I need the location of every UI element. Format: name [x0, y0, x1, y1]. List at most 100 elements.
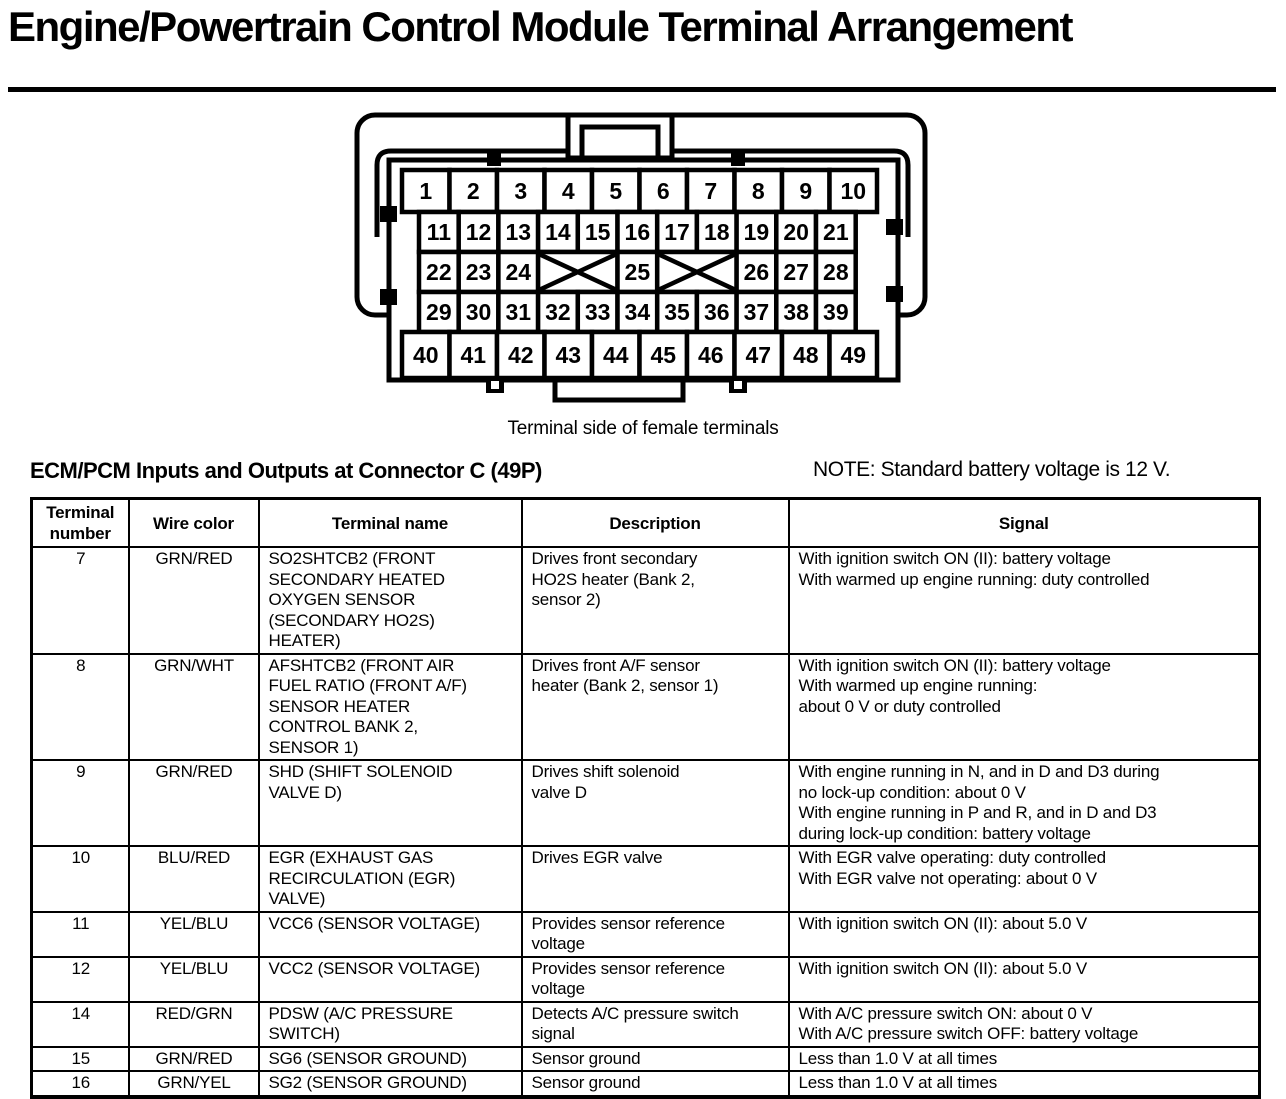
terminal-number: 15	[30, 1045, 130, 1072]
terminal-number-label: 31	[505, 299, 531, 325]
section-heading: ECM/PCM Inputs and Outputs at Connector …	[30, 458, 542, 483]
connector-top-lock-tab-inner	[579, 124, 661, 161]
terminal-number-label: 47	[745, 342, 771, 368]
terminal-number-label: 41	[460, 342, 486, 368]
description: Sensor ground	[520, 1070, 790, 1098]
terminal-cell	[813, 289, 858, 335]
signal: With A/C pressure switch ON: about 0 V W…	[787, 1000, 1261, 1048]
terminal-cell	[416, 209, 461, 255]
terminal-number: 10	[30, 845, 130, 913]
terminal-number: 7	[30, 546, 130, 655]
wire-color: GRN/WHT	[127, 652, 260, 761]
terminal-number: 14	[30, 1000, 130, 1048]
signal: With ignition switch ON (II): battery vo…	[787, 652, 1261, 761]
terminal-cell	[542, 329, 595, 381]
signal: With ignition switch ON (II): battery vo…	[787, 546, 1261, 655]
terminal-name: VCC2 (SENSOR VOLTAGE)	[257, 955, 523, 1003]
terminal-number-label: 43	[555, 342, 581, 368]
terminal-number-label: 13	[505, 219, 531, 245]
side-clip-right-upper	[886, 219, 903, 235]
terminal-cell	[447, 329, 500, 381]
header-terminal-number: Terminal number	[30, 497, 130, 548]
terminal-name: VCC6 (SENSOR VOLTAGE)	[257, 910, 523, 958]
terminal-cell	[827, 329, 880, 381]
header-signal: Signal	[787, 497, 1261, 548]
terminal-cell	[589, 329, 642, 381]
terminal-number-label: 11	[427, 219, 452, 245]
description: Drives shift solenoid valve D	[520, 759, 790, 847]
terminal-cell	[456, 249, 501, 295]
terminal-number: 8	[30, 652, 130, 761]
description: Detects A/C pressure switch signal	[520, 1000, 790, 1048]
terminal-number-label: 45	[650, 342, 676, 368]
terminal-name: SG6 (SENSOR GROUND)	[257, 1045, 523, 1072]
table-row: 8 GRN/WHT AFSHTCB2 (FRONT AIR FUEL RATIO…	[30, 652, 1261, 761]
terminal-number-label: 39	[823, 299, 849, 325]
terminal-name: EGR (EXHAUST GAS RECIRCULATION (EGR) VAL…	[257, 845, 523, 913]
terminal-number-label: 23	[466, 259, 492, 285]
top-clip-left	[487, 152, 501, 166]
terminal-number-label: 33	[585, 299, 611, 325]
terminal-number-label: 37	[744, 299, 770, 325]
title-divider	[8, 87, 1276, 92]
terminal-number-label: 16	[625, 219, 651, 245]
blocked-cell-cross	[657, 252, 737, 292]
terminal-cell	[779, 329, 832, 381]
wire-color: RED/GRN	[127, 1000, 260, 1048]
table-row: 7 GRN/RED SO2SHTCB2 (FRONT SECONDARY HEA…	[30, 546, 1261, 655]
table-row: 15 GRN/RED SG6 (SENSOR GROUND) Sensor gr…	[30, 1045, 1261, 1072]
terminal-number-label: 17	[664, 219, 690, 245]
terminal-number: 12	[30, 955, 130, 1003]
wire-color: GRN/RED	[127, 759, 260, 847]
table-row: 11 YEL/BLU VCC6 (SENSOR VOLTAGE) Provide…	[30, 910, 1261, 958]
terminal-cell	[637, 329, 690, 381]
side-clip-right-lower	[886, 286, 903, 302]
terminal-cell	[399, 329, 452, 381]
bottom-clip-right-hole	[734, 381, 742, 389]
wire-color: GRN/RED	[127, 1045, 260, 1072]
terminal-number-label: 22	[426, 259, 452, 285]
signal: Less than 1.0 V at all times	[787, 1070, 1261, 1098]
terminal-number-label: 42	[508, 342, 534, 368]
terminal-number-label: 12	[466, 219, 492, 245]
terminal-name: AFSHTCB2 (FRONT AIR FUEL RATIO (FRONT A/…	[257, 652, 523, 761]
terminal-number-label: 14	[545, 219, 571, 245]
wire-color: GRN/YEL	[127, 1070, 260, 1098]
table-row: 14 RED/GRN PDSW (A/C PRESSURE SWITCH) De…	[30, 1000, 1261, 1048]
signal: With EGR valve operating: duty controlle…	[787, 845, 1261, 913]
terminal-cell	[447, 167, 500, 215]
signal: With ignition switch ON (II): about 5.0 …	[787, 955, 1261, 1003]
terminal-number-label: 24	[505, 259, 531, 285]
side-clip-left-lower	[380, 289, 397, 305]
terminal-number-label: 15	[585, 219, 611, 245]
page-title: Engine/Powertrain Control Module Termina…	[8, 3, 1073, 50]
wire-color: GRN/RED	[127, 546, 260, 655]
terminal-number-label: 18	[704, 219, 730, 245]
terminal-cell	[774, 289, 819, 335]
description: Provides sensor reference voltage	[520, 955, 790, 1003]
terminal-number-label: 5	[609, 178, 622, 204]
terminal-number-label: 36	[704, 299, 730, 325]
terminal-number-label: 48	[793, 342, 819, 368]
terminal-number-label: 29	[426, 299, 452, 325]
terminal-number-label: 1	[419, 178, 432, 204]
terminal-number-label: 10	[840, 178, 866, 204]
table-row: 16 GRN/YEL SG2 (SENSOR GROUND) Sensor gr…	[30, 1070, 1261, 1098]
connector-bottom-lock-tab	[552, 377, 686, 403]
side-clip-left-upper	[380, 206, 397, 222]
terminal-cell	[416, 289, 461, 335]
signal: With ignition switch ON (II): about 5.0 …	[787, 910, 1261, 958]
header-terminal-name: Terminal name	[257, 497, 523, 548]
terminal-number-label: 21	[823, 219, 849, 245]
description: Drives EGR valve	[520, 845, 790, 913]
top-clip-right	[731, 152, 745, 166]
signal: With engine running in N, and in D and D…	[787, 759, 1261, 847]
terminal-number-label: 9	[799, 178, 812, 204]
terminal-name: SHD (SHIFT SOLENOID VALVE D)	[257, 759, 523, 847]
diagram-caption: Terminal side of female terminals	[507, 418, 779, 439]
table-row: 9 GRN/RED SHD (SHIFT SOLENOID VALVE D) D…	[30, 759, 1261, 847]
terminal-name: PDSW (A/C PRESSURE SWITCH)	[257, 1000, 523, 1048]
terminal-number-label: 25	[625, 259, 651, 285]
table-header-row: Terminal number Wire color Terminal name…	[30, 497, 1261, 548]
